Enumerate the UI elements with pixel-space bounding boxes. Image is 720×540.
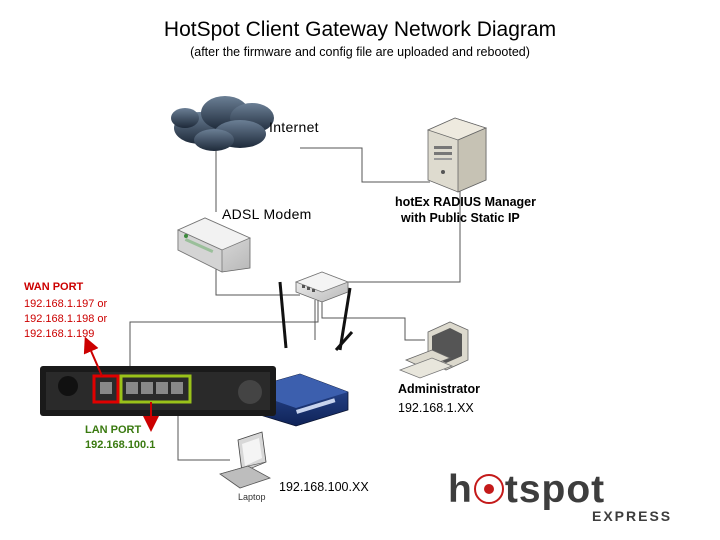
radius-label: hotEx RADIUS Manager with Public Static … — [395, 194, 536, 226]
wan-ip-2: 192.168.1.198 or — [24, 313, 108, 325]
logo-o-target-icon — [473, 474, 504, 504]
logo-subtitle: EXPRESS — [592, 508, 673, 524]
network-switch-icon — [294, 271, 350, 303]
wan-port-highlight — [92, 374, 120, 404]
wan-arrow — [83, 336, 103, 377]
wire-internet-radius — [300, 147, 430, 183]
laptop-icon — [219, 431, 271, 489]
diagram-title: HotSpot Client Gateway Network Diagram — [163, 18, 557, 41]
modem-label: ADSL Modem — [222, 206, 312, 222]
router-back-panel — [40, 366, 276, 416]
wire-router-laptop — [177, 405, 230, 461]
internet-label: Internet — [269, 119, 319, 135]
adsl-modem-icon — [177, 217, 251, 273]
wan-port-label: WAN PORT — [24, 281, 84, 293]
radius-label-line2: with Public Static IP — [401, 211, 520, 225]
lan-port-highlight — [119, 374, 192, 404]
admin-ip: 192.168.1.XX — [398, 401, 474, 415]
wire-switch-router — [129, 300, 319, 372]
lan-ip: 192.168.100.1 — [85, 439, 156, 451]
internet-cloud-icon — [171, 96, 274, 151]
laptop-label: Laptop — [238, 492, 266, 502]
logo-text-tspot: tspot — [504, 468, 606, 511]
admin-computer-icon — [398, 321, 469, 379]
wire-switch-admin — [321, 300, 425, 341]
admin-label: Administrator — [398, 382, 480, 396]
laptop-ip: 192.168.100.XX — [279, 480, 369, 494]
wire-modem-switch — [215, 268, 300, 296]
wire-switch-radius — [345, 190, 461, 283]
radius-server-icon — [426, 117, 488, 193]
connection-lines — [129, 140, 461, 461]
logo-text-h: h — [448, 468, 473, 511]
lan-port-label: LAN PORT — [85, 424, 142, 436]
diagram-subtitle: (after the firmware and config file are … — [190, 45, 530, 59]
wan-ip-1: 192.168.1.197 or — [24, 298, 108, 310]
radius-label-line1: hotEx RADIUS Manager — [395, 195, 536, 209]
wan-ip-3: 192.168.1.199 — [24, 328, 95, 340]
